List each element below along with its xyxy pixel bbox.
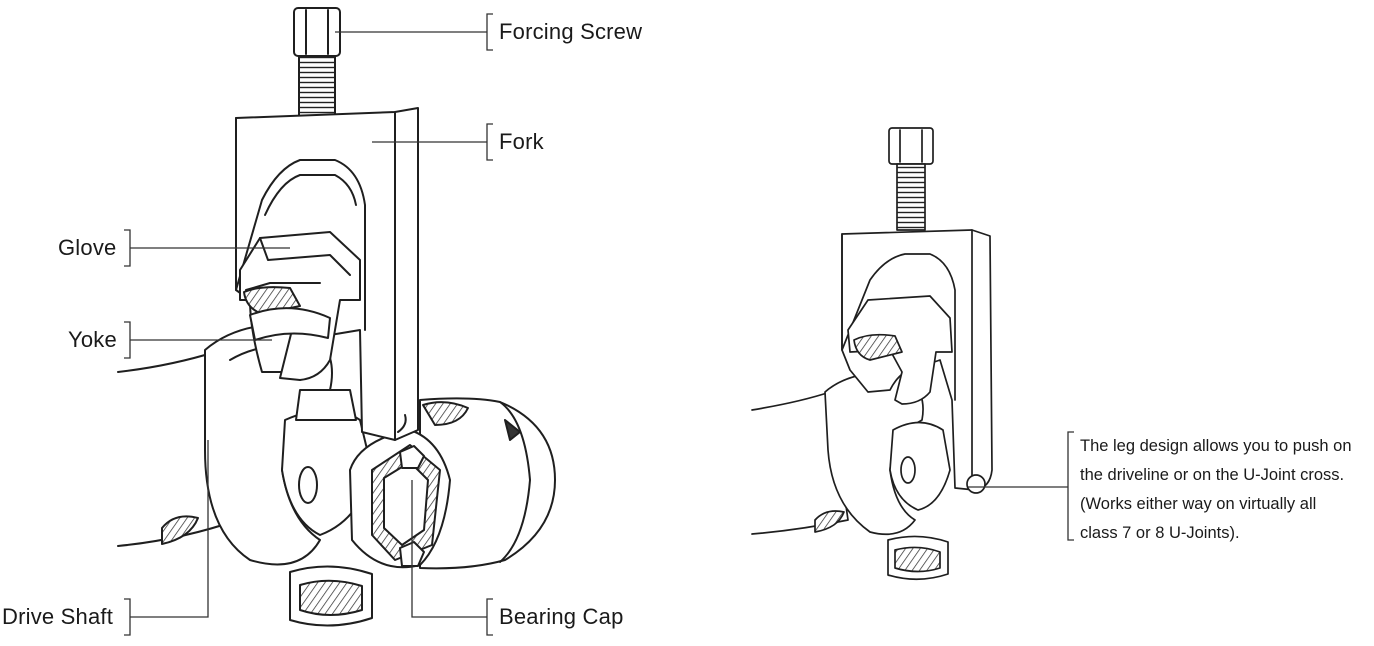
- leader-bearing-cap: [411, 480, 487, 618]
- leader-lines: [124, 13, 1074, 636]
- small-screw-nut: [888, 127, 934, 165]
- forcing-screw-nut: [293, 7, 341, 57]
- label-glove: Glove: [58, 235, 117, 260]
- left-puller-illustration: [117, 7, 556, 627]
- note-line: class 7 or 8 U-Joints).: [1080, 524, 1240, 542]
- forcing-screw-thread: [298, 55, 336, 119]
- leader-drive-shaft: [130, 440, 209, 618]
- small-u-joint-cross: [889, 421, 951, 511]
- label-forcing-screw: Forcing Screw: [499, 19, 643, 44]
- shaft-set-key: [161, 515, 199, 545]
- note-line: The leg design allows you to push on: [1080, 437, 1352, 455]
- leg-design-note: The leg design allows you to push on the…: [1080, 432, 1372, 548]
- label-drive-shaft: Drive Shaft: [2, 604, 114, 629]
- label-fork: Fork: [499, 129, 544, 154]
- small-drive-shaft: [751, 391, 849, 535]
- note-line: (Works either way on virtually all: [1080, 495, 1317, 513]
- right-puller-illustration: [751, 127, 993, 581]
- label-yoke: Yoke: [68, 327, 117, 352]
- small-leg-tip: [966, 474, 986, 494]
- note-line: the driveline or on the U-Joint cross.: [1080, 466, 1345, 484]
- label-bearing-cap: Bearing Cap: [499, 604, 624, 629]
